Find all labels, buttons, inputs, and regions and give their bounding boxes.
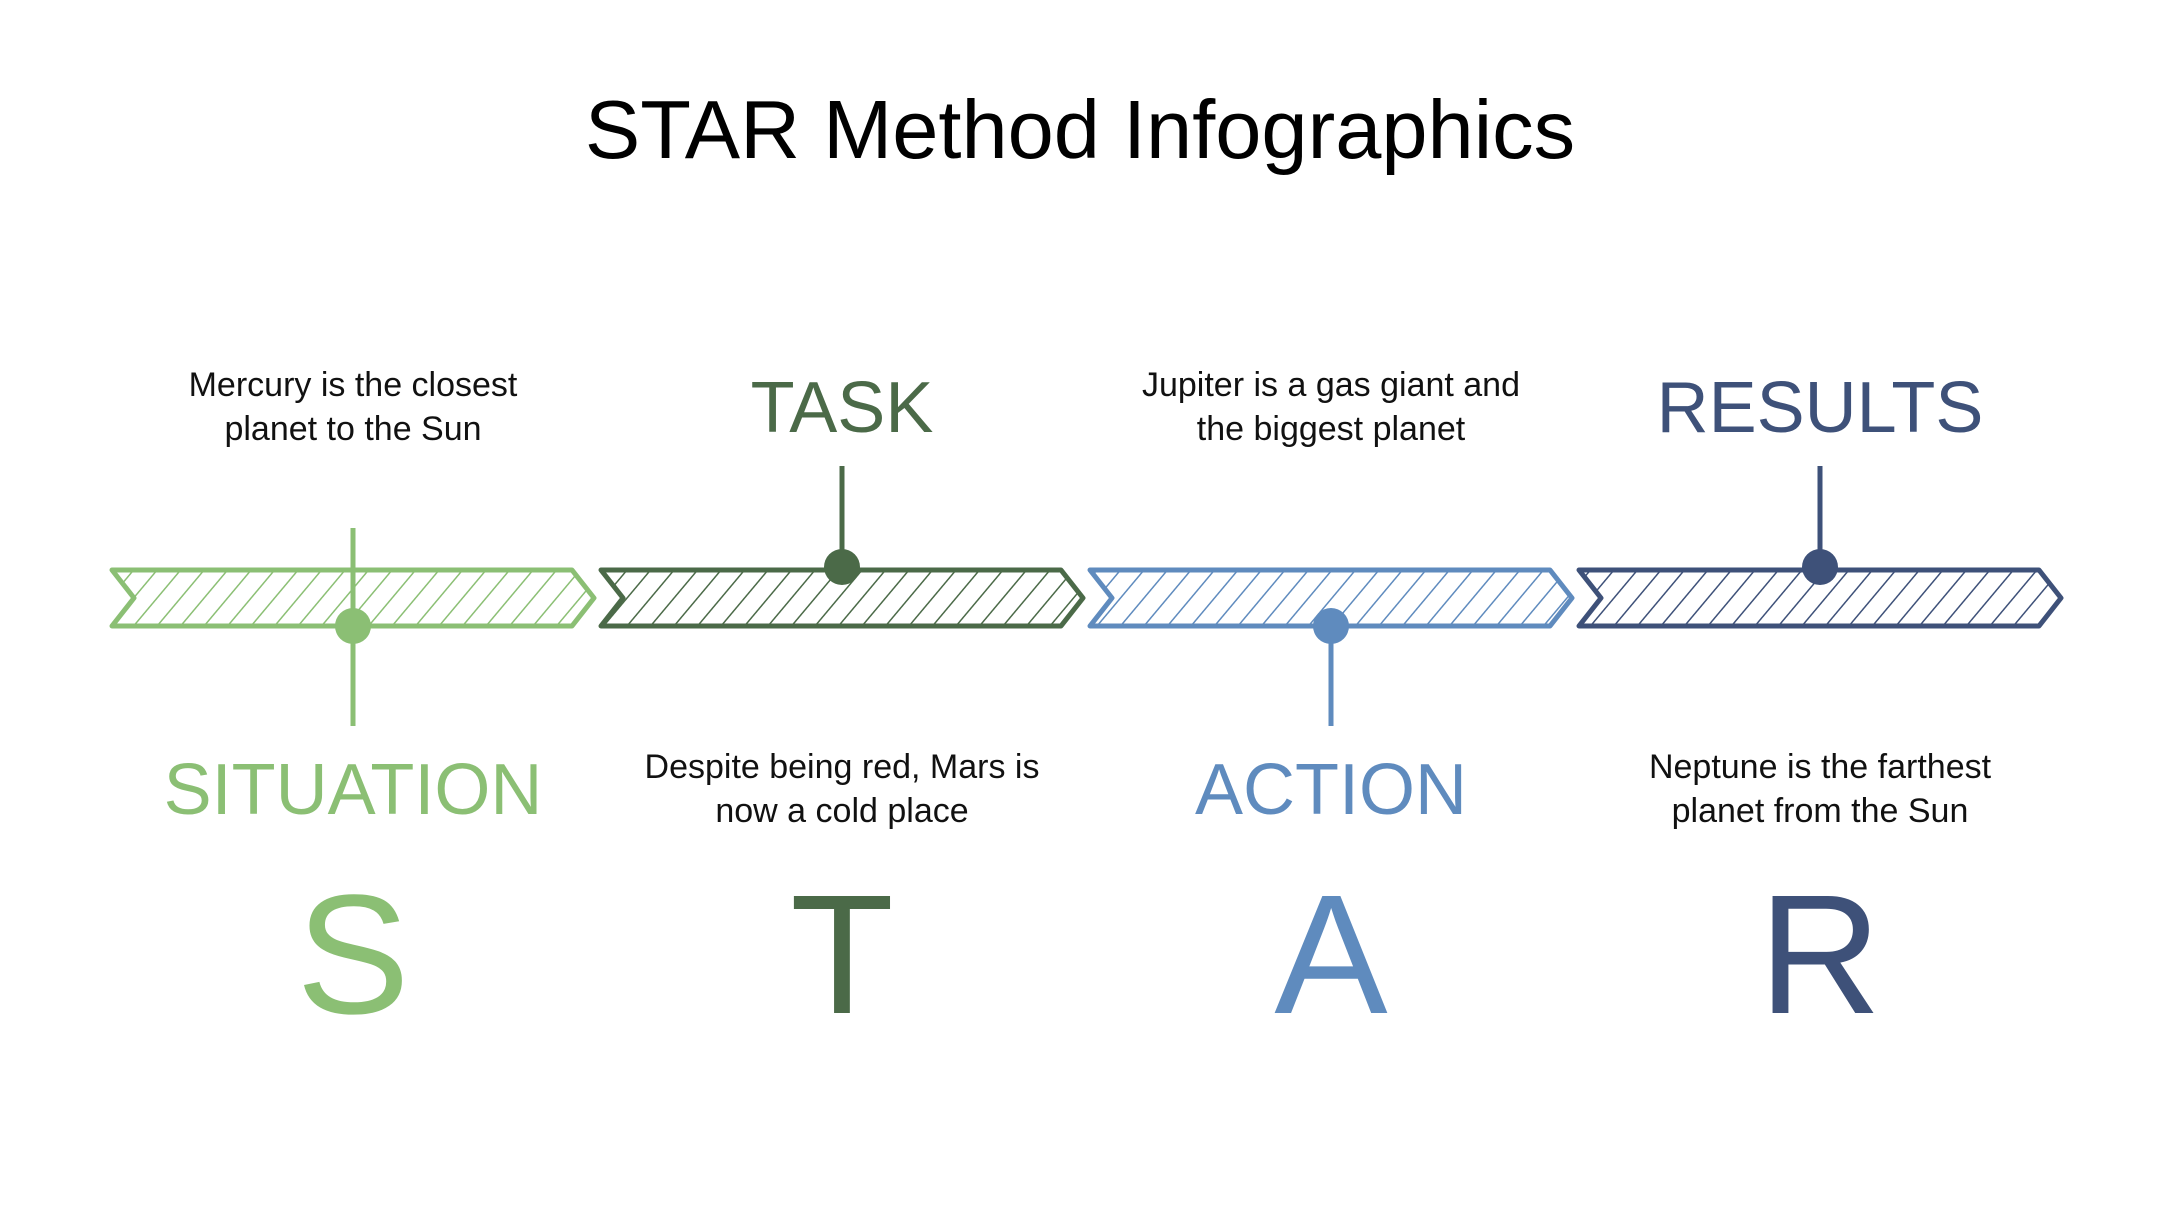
situation-desc-line2: planet to the Sun (224, 410, 482, 448)
arrow-situation (109, 528, 597, 726)
task-desc-line1: Despite being red, Mars is (644, 748, 1040, 786)
situation-letter: S (296, 860, 410, 1050)
results-label: RESULTS (1656, 368, 1984, 448)
results-desc-line2: planet from the Sun (1671, 792, 1969, 830)
situation-description: Mercury is the closest planet to the Sun (103, 363, 603, 451)
situation-desc-line1: Mercury is the closest (188, 366, 518, 404)
action-description: Jupiter is a gas giant and the biggest p… (1081, 363, 1581, 451)
task-label: TASK (750, 368, 934, 448)
results-description: Neptune is the farthest planet from the … (1570, 745, 2070, 833)
situation-label: SITUATION (163, 750, 543, 830)
arrow-results (1576, 466, 2064, 629)
action-letter: A (1274, 860, 1388, 1050)
results-desc-line1: Neptune is the farthest (1648, 748, 1992, 786)
arrow-action (1087, 567, 1575, 726)
task-description: Despite being red, Mars is now a cold pl… (592, 745, 1092, 833)
action-desc-line2: the biggest planet (1196, 410, 1466, 448)
task-desc-line2: now a cold place (715, 792, 969, 830)
page-title: STAR Method Infographics (584, 83, 1576, 176)
action-desc-line1: Jupiter is a gas giant and (1141, 366, 1521, 404)
arrow-task (598, 466, 1086, 629)
action-label: ACTION (1194, 750, 1467, 830)
results-letter: R (1758, 860, 1882, 1050)
task-letter: T (790, 860, 894, 1050)
